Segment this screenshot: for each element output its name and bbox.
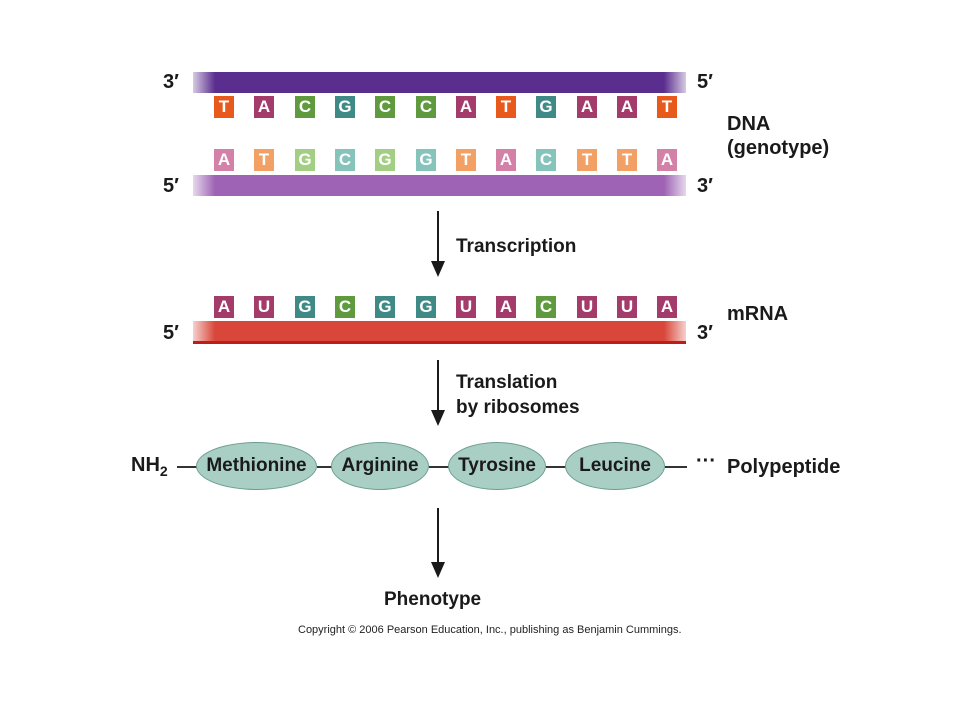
dna-coding-strand [193,175,686,196]
peptide-bond [429,466,449,468]
dna-template-right-end: 5′ [697,71,713,93]
template-base-t: T [657,96,677,118]
transcription-arrow-head [431,261,445,277]
template-base-a: A [577,96,597,118]
template-base-c: C [375,96,395,118]
template-base-a: A [617,96,637,118]
coding-base-a: A [496,149,516,171]
amino-acid-methionine: Methionine [196,442,317,490]
mrna-backbone-line [193,341,686,344]
mrna-base-u: U [617,296,637,318]
mrna-base-a: A [657,296,677,318]
coding-base-a: A [214,149,234,171]
amino-acid-tyrosine: Tyrosine [448,442,546,490]
template-base-g: G [335,96,355,118]
transcription-label: Transcription [456,236,577,257]
polypeptide-label: Polypeptide [727,456,841,478]
mrna-base-a: A [496,296,516,318]
mrna-base-a: A [214,296,234,318]
coding-base-c: C [536,149,556,171]
peptide-bond [546,466,566,468]
amino-terminus-subscript: 2 [159,463,168,479]
dna-label: DNA (genotype) [727,112,829,160]
translation-label-line2: by ribosomes [456,397,580,418]
mrna-base-g: G [416,296,436,318]
coding-base-t: T [577,149,597,171]
amino-acid-leucine: Leucine [565,442,665,490]
coding-base-g: G [295,149,315,171]
dna-label-line2: (genotype) [727,137,830,159]
mrna-base-c: C [335,296,355,318]
translation-arrow-head [431,410,445,426]
mrna-base-u: U [254,296,274,318]
transcription-arrow-shaft [437,211,439,263]
coding-base-g: G [375,149,395,171]
template-base-t: T [214,96,234,118]
amino-terminus: NH2 [131,454,168,479]
mrna-right-end: 3′ [697,322,713,344]
dna-label-line1: DNA [727,113,771,135]
dna-coding-right-end: 3′ [697,175,713,197]
coding-base-t: T [617,149,637,171]
mrna-base-u: U [456,296,476,318]
template-base-a: A [456,96,476,118]
mrna-base-u: U [577,296,597,318]
mrna-strand [193,321,686,341]
translation-label-line1: Translation [456,372,558,393]
copyright-notice: Copyright © 2006 Pearson Education, Inc.… [298,624,682,636]
mrna-base-g: G [295,296,315,318]
peptide-bond-start [177,466,197,468]
polypeptide-ellipsis: ··· [696,450,716,472]
peptide-bond [317,466,332,468]
coding-base-c: C [335,149,355,171]
mrna-label: mRNA [727,303,789,325]
template-base-c: C [295,96,315,118]
mrna-base-g: G [375,296,395,318]
template-base-a: A [254,96,274,118]
coding-base-a: A [657,149,677,171]
coding-base-t: T [254,149,274,171]
template-base-c: C [416,96,436,118]
phenotype-label: Phenotype [384,589,482,610]
translation-arrow-shaft [437,360,439,412]
dna-template-left-end: 3′ [163,71,179,93]
amino-terminus-main: NH [131,454,160,476]
mrna-left-end: 5′ [163,322,179,344]
phenotype-arrow-shaft [437,508,439,564]
coding-base-t: T [456,149,476,171]
template-base-g: G [536,96,556,118]
amino-acid-arginine: Arginine [331,442,429,490]
peptide-bond-end [665,466,687,468]
phenotype-arrow-head [431,562,445,578]
dna-coding-left-end: 5′ [163,175,179,197]
dna-template-strand [193,72,686,93]
coding-base-g: G [416,149,436,171]
mrna-base-c: C [536,296,556,318]
template-base-t: T [496,96,516,118]
translation-label: Translation by ribosomes [456,370,580,420]
